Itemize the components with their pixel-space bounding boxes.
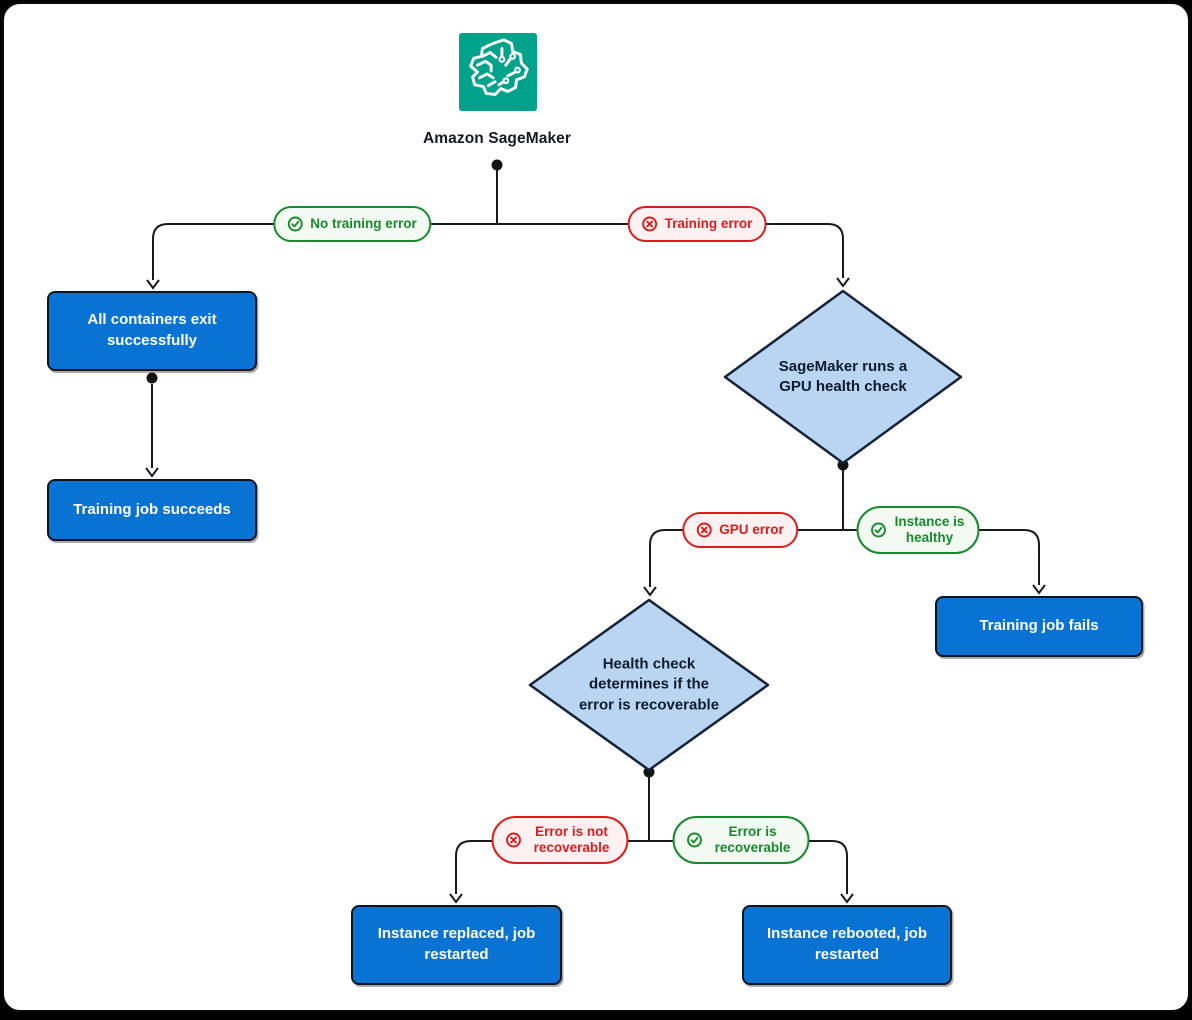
decision-error-recoverable: Health check determines if the error is … <box>527 598 771 772</box>
edge-label-no-training-error: No training error <box>273 206 431 242</box>
node-label: All containers exit successfully <box>87 311 217 349</box>
node-training-job-fails: Training job fails <box>935 596 1143 657</box>
check-circle-icon <box>287 216 303 232</box>
sagemaker-icon <box>459 33 537 111</box>
edge-label-error-not-recoverable: Error is not recoverable <box>491 816 629 864</box>
node-all-containers-exit: All containers exit successfully <box>47 291 257 371</box>
node-label: Training job fails <box>979 617 1099 635</box>
node-label: Training job succeeds <box>73 500 231 518</box>
sagemaker-label: Amazon SageMaker <box>422 130 572 147</box>
decision-gpu-health-check: SageMaker runs a GPU health check <box>722 289 964 465</box>
check-circle-icon <box>871 522 887 538</box>
x-circle-icon <box>696 522 712 538</box>
check-circle-icon <box>687 832 703 848</box>
decision-label: Health check determines if the error is … <box>578 655 720 714</box>
node-instance-rebooted: Instance rebooted, job restarted <box>742 905 952 985</box>
edge-label-gpu-error: GPU error <box>682 512 798 548</box>
decision-label: SageMaker runs a GPU health check <box>778 357 908 395</box>
x-circle-icon <box>506 832 522 848</box>
edge-label-instance-healthy: Instance is healthy <box>856 506 980 554</box>
node-label: Instance replaced, job restarted <box>377 925 536 963</box>
x-circle-icon <box>642 216 658 232</box>
edge-label-training-error: Training error <box>627 206 767 242</box>
node-instance-replaced: Instance replaced, job restarted <box>351 905 562 985</box>
node-training-job-succeeds: Training job succeeds <box>47 479 257 541</box>
node-label: Instance rebooted, job restarted <box>766 925 928 963</box>
edge-label-error-recoverable: Error is recoverable <box>672 816 810 864</box>
